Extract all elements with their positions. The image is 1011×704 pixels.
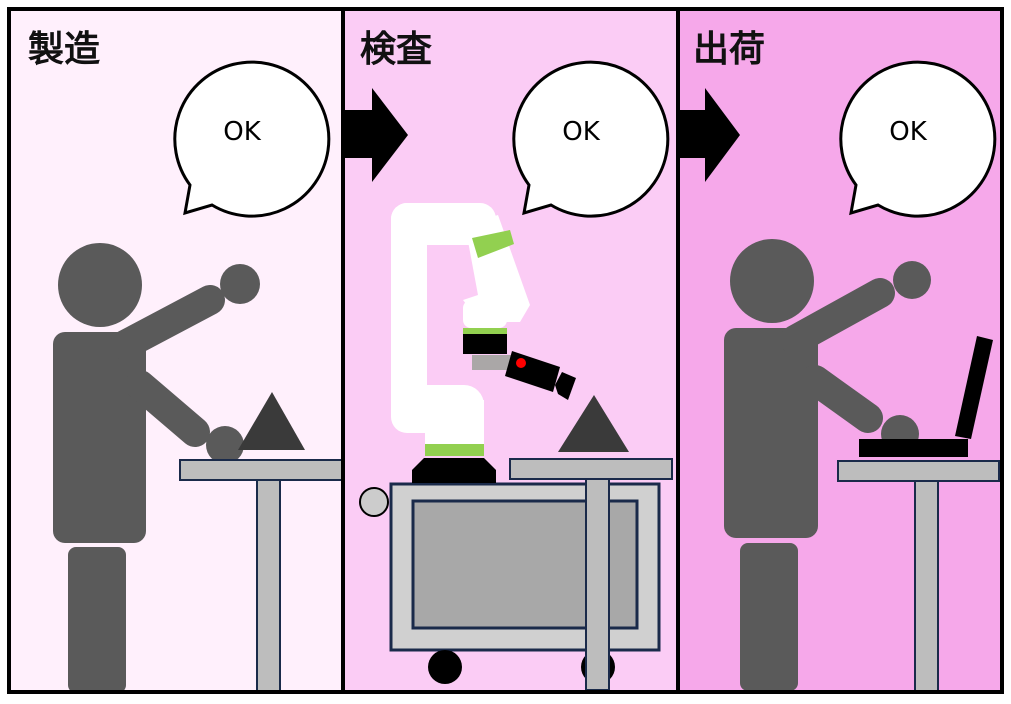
workbench-leg [256, 479, 281, 693]
speech-text: OK [562, 117, 600, 147]
robot-cart [359, 482, 661, 684]
speech-text: OK [223, 117, 261, 147]
product-triangle [238, 392, 305, 450]
arrow-right-icon [343, 88, 408, 182]
workbench-top [179, 459, 343, 481]
arrow-right-icon [678, 88, 740, 182]
speech-text: OK [889, 117, 927, 147]
shipping-table-top [837, 460, 1000, 482]
panel-title-shipping: 出荷 [693, 29, 766, 70]
laptop-base [859, 439, 968, 457]
panel-title-manufacturing: 製造 [28, 29, 101, 70]
product-triangle [558, 395, 629, 452]
panel-title-inspection: 検査 [360, 29, 433, 70]
shipping-table-leg [914, 480, 939, 693]
robot-arm [391, 203, 576, 483]
camera-indicator-light [516, 358, 526, 368]
inspection-table-leg [585, 478, 610, 691]
laptop-screen [955, 336, 993, 439]
worker-figure-1 [53, 243, 260, 693]
speech-bubble [173, 60, 997, 218]
panel-borders [7, 7, 1004, 694]
worker-figure-2 [724, 239, 931, 691]
inspection-table-top [509, 458, 673, 480]
